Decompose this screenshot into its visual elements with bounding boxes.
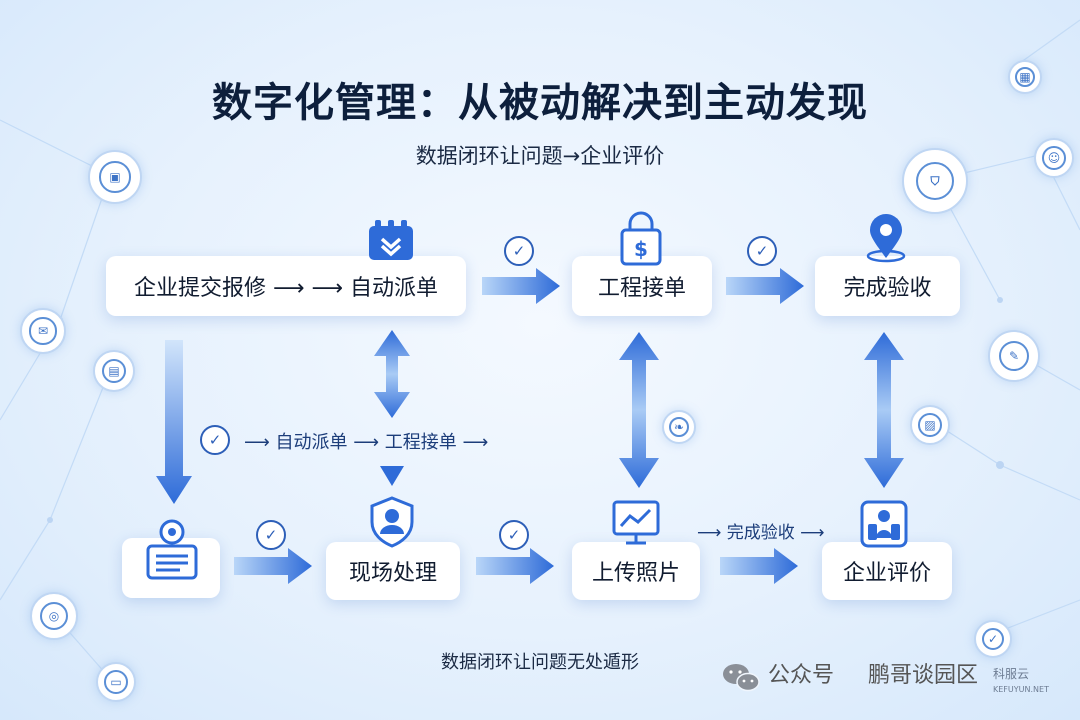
arrow-double-1 [374,330,410,418]
arrow-double-2 [619,332,659,488]
node-evaluation: 企业评价 [822,542,952,600]
svg-text:$: $ [634,237,648,261]
deco-grid-icon: ▦ [1008,60,1042,94]
deco-doc-icon: ▤ [93,350,135,392]
node-onsite: 现场处理 [326,542,460,600]
page-subtitle: 数据闭环让问题→企业评价 [415,144,665,168]
wechat-icon [723,664,760,692]
deco-smile-icon: ☺ [1034,138,1074,178]
deco-card-icon: ▭ [96,662,136,702]
arrow-top-1 [482,268,560,304]
footer-note: 数据闭环让问题无处遁形 [441,652,639,673]
form-pin-icon [146,519,198,580]
watermark-name: 鹏哥谈园区 [868,663,979,688]
upper-right-flow-label: ⟶ 完成验收 ⟶ [697,523,825,543]
middle-flow-label: ⟶ 自动派单 ⟶ 工程接单 ⟶ [244,432,489,453]
check-icon: ✓ [504,236,534,266]
watermark-brand-sub: KEFUYUN.NET [993,685,1049,694]
arrow-bottom-3 [720,548,798,584]
check-icon: ✓ [499,520,529,550]
calendar-icon [369,220,413,260]
page-title: 数字化管理：从被动解决到主动发现 [212,80,868,126]
deco-image-icon: ▨ [910,405,950,445]
deco-note-icon: ✎ [988,330,1040,382]
check-icon: ✓ [747,236,777,266]
deco-cube-icon: ▣ [88,150,142,204]
check-icon: ✓ [256,520,286,550]
arrow-bottom-1 [234,548,312,584]
arrow-bottom-2 [476,548,554,584]
deco-check-icon: ✓ [974,620,1012,658]
watermark-brand: 科服云 [993,667,1030,681]
arrow-down-small [380,466,404,486]
node-submit-dispatch: 企业提交报修 ⟶ ⟶ 自动派单 [106,256,466,316]
node-acceptance: 完成验收 [815,256,960,316]
deco-badge-icon: ⛉ [902,148,968,214]
deco-target-icon: ◎ [30,592,78,640]
node-upload: 上传照片 [572,542,700,600]
lock-icon: $ [620,211,662,266]
node-engineering-accept: 工程接单 [572,256,712,316]
people-icon [860,500,908,548]
watermark-wechat: 公众号 [768,663,835,688]
deco-leaf-icon: ❧ [662,410,696,444]
shield-user-icon [370,496,414,548]
location-pin-icon [866,214,906,263]
chart-monitor-icon [612,500,660,545]
deco-chat-icon: ✉ [20,308,66,354]
arrow-double-3 [864,332,904,488]
check-icon: ✓ [200,425,230,455]
arrow-left-down [156,340,192,504]
arrow-top-2 [726,268,804,304]
